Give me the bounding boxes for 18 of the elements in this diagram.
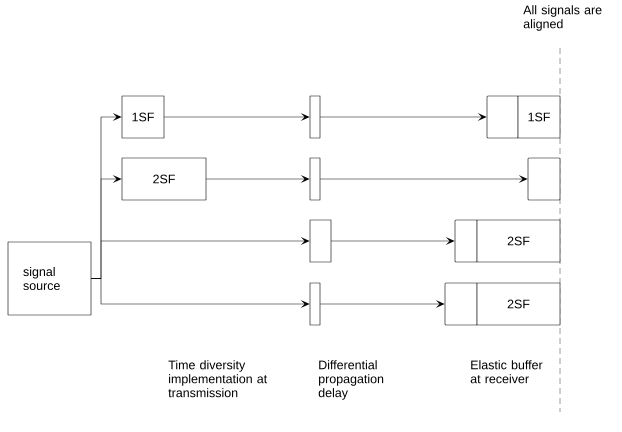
caption-text: Elastic buffer at receiver <box>470 360 542 384</box>
buffer-box <box>528 158 560 200</box>
frame-box: 2SF <box>122 158 206 200</box>
buffer-box <box>486 96 518 138</box>
buffer-box <box>454 220 478 262</box>
caption-text: All signals are aligned <box>523 5 602 31</box>
frame-box: 1SF <box>122 96 164 138</box>
delay-bar <box>310 282 320 326</box>
buffer-box <box>444 282 478 326</box>
frame-box: 1SF <box>518 96 560 138</box>
delay-bar <box>310 96 320 138</box>
source-box: signal source <box>8 242 92 316</box>
delay-bar <box>310 220 332 262</box>
delay-bar <box>310 158 320 200</box>
caption-text: Differential propagation delay <box>318 360 384 400</box>
caption-text: Time diversity implementation at transmission <box>168 360 268 398</box>
frame-box: 2SF <box>476 220 560 262</box>
frame-box: 2SF <box>476 282 560 326</box>
